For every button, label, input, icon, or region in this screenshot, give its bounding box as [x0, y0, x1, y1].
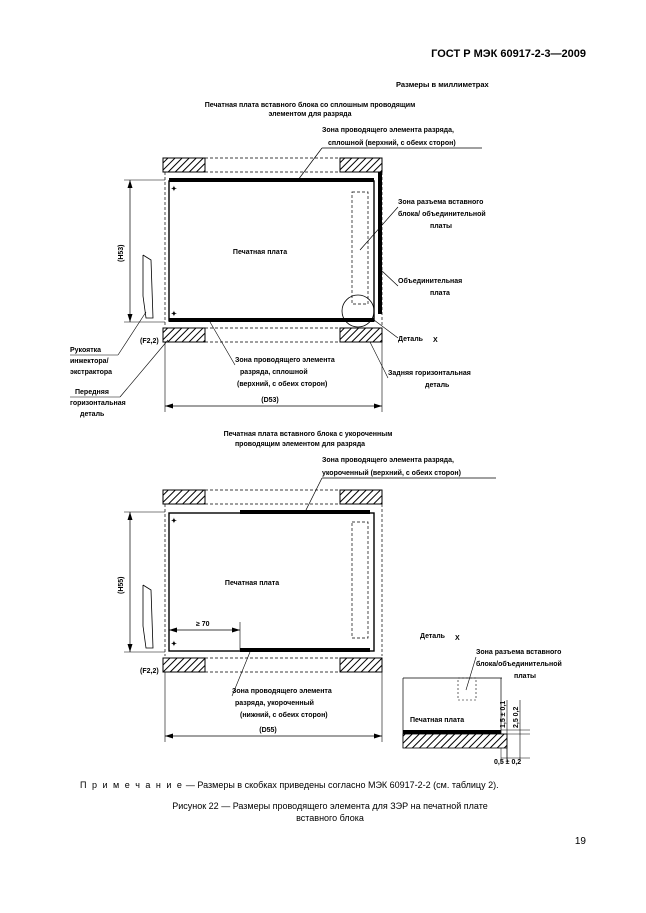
detail-x-label: Деталь	[420, 633, 446, 640]
detail-dim-v1: 1,5 ± 0,1	[500, 701, 507, 728]
fig1-bottom-rail-right	[339, 327, 383, 343]
fig1-connector-label-1: Зона разъема вставного	[398, 199, 483, 206]
fig1-top-rail-right	[339, 157, 383, 173]
caption-line-1: Рисунок 22 — Размеры проводящего элемент…	[172, 801, 488, 811]
fig1-backplane	[378, 172, 382, 314]
fig1-backplane-label-2: плата	[430, 290, 450, 297]
note-prefix: П р и м е ч а н и е	[80, 780, 184, 790]
fig1-conductive-strip-top	[169, 178, 374, 182]
fig1-title-1: Печатная плата вставного блока со сплошн…	[205, 101, 416, 109]
fig2-dim-d: (D55)	[259, 727, 277, 734]
fig1-handle-label-3: экстрактора	[70, 369, 112, 376]
note-text: — Размеры в скобках приведены согласно М…	[183, 780, 499, 790]
detail-strip	[403, 730, 501, 734]
fig2-title-1: Печатная плата вставного блока с укороче…	[224, 430, 393, 438]
caption-line-2: вставного блока	[296, 813, 364, 823]
fig2-bottom-rail-right	[339, 657, 383, 673]
fig1-rear-rail-1: Задняя горизонтальная	[388, 370, 471, 377]
fig1-bottom-zone-2: разряда, сплошной	[240, 368, 308, 376]
fig1-zone-leader	[297, 147, 323, 181]
fig1-marker-top: ✦	[171, 185, 177, 193]
fig1-marker-bottom: ✦	[171, 310, 177, 318]
fig2-connector-zone	[351, 521, 369, 639]
fig1-detail-letter: X	[433, 337, 438, 344]
fig1-zone-label-1: Зона проводящего элемента разряда,	[322, 127, 454, 134]
detail-board-label: Печатная плата	[410, 717, 464, 724]
fig1-handle	[142, 254, 154, 319]
fig1-bottom-zone-3: (верхний, с обеих сторон)	[237, 380, 327, 388]
fig1-dim-h: (H53)	[118, 244, 125, 262]
fig1-connector-label-2: блока/ объединительной	[398, 210, 486, 218]
detail-rail	[402, 733, 508, 749]
fig2-title-2: проводящим элементом для разряда	[235, 441, 365, 448]
detail-dim-v2: 2,5 0,2	[513, 706, 520, 728]
note: П р и м е ч а н и е — Размеры в скобках …	[80, 780, 499, 790]
fig1-connector-label-3: платы	[430, 223, 452, 230]
figure-caption: Рисунок 22 — Размеры проводящего элемент…	[120, 800, 540, 824]
detail-connector-zone	[457, 677, 477, 701]
fig1-title-2: элементом для разряда	[268, 111, 351, 118]
fig1-front-rail-label-3: деталь	[80, 411, 105, 418]
fig1-top-rail-left	[162, 157, 206, 173]
fig2-conductive-strip-top	[240, 510, 370, 514]
detail-zone-3: платы	[514, 673, 536, 680]
fig2-dim-small: (F2,2)	[140, 668, 159, 675]
fig1-front-rail-label-2: горизонтальная	[70, 400, 126, 407]
fig2-dim-min: ≥ 70	[196, 621, 210, 628]
detail-dim-h2: 0,5 ± 0,2	[494, 759, 521, 766]
fig1-dim-d: (D53)	[261, 397, 279, 404]
units-note: Размеры в миллиметрах	[396, 80, 489, 89]
page-number: 19	[574, 836, 586, 847]
document-id: ГОСТ Р МЭК 60917-2-3—2009	[431, 48, 586, 60]
fig1-conductive-strip-bottom	[169, 318, 374, 322]
fig1-zone-label-2: сплошной (верхний, с обеих сторон)	[328, 139, 456, 147]
fig1-detail-circle	[341, 294, 375, 328]
fig1-rear-rail-2: деталь	[425, 382, 450, 389]
fig1-connector-zone	[351, 191, 369, 305]
fig2-conductive-strip-bottom	[240, 648, 370, 652]
fig2-top-rail-right	[339, 489, 383, 505]
fig2-marker-bottom: ✦	[171, 640, 177, 648]
fig2-zone-label-1: Зона проводящего элемента разряда,	[322, 457, 454, 464]
fig2-bottom-zone-3: (нижний, с обеих сторон)	[240, 711, 328, 719]
fig1-detail-label: Деталь	[398, 336, 424, 343]
detail-zone-1: Зона разъема вставного	[476, 649, 561, 656]
fig1-bottom-zone-1: Зона проводящего элемента	[235, 357, 335, 364]
fig2-top-rail-left	[162, 489, 206, 505]
fig2-bottom-rail-left	[162, 657, 206, 673]
fig2-marker-top: ✦	[171, 517, 177, 525]
detail-zone-2: блока/объединительной	[476, 660, 562, 668]
fig2-dim-h: (H55)	[118, 576, 125, 594]
fig2-board-label: Печатная плата	[225, 580, 279, 587]
fig1-handle-label-1: Рукоятка	[70, 347, 101, 354]
detail-x-letter: X	[455, 635, 460, 642]
fig1-handle-label-2: инжектора/	[70, 358, 109, 365]
fig1-front-rail-label-1: Передняя	[75, 389, 109, 396]
fig1-board-label: Печатная плата	[233, 249, 287, 256]
fig2-zone-label-2: укороченный (верхний, с обеих сторон)	[322, 469, 461, 477]
fig2-bottom-zone-2: разряда, укороченный	[235, 699, 314, 707]
fig2-bottom-zone-1: Зона проводящего элемента	[232, 688, 332, 695]
fig1-bottom-rail-left	[162, 327, 206, 343]
fig1-dim-small: (F2,2)	[140, 338, 159, 345]
fig2-handle	[142, 584, 154, 649]
fig1-backplane-label-1: Объединительная	[398, 277, 462, 285]
